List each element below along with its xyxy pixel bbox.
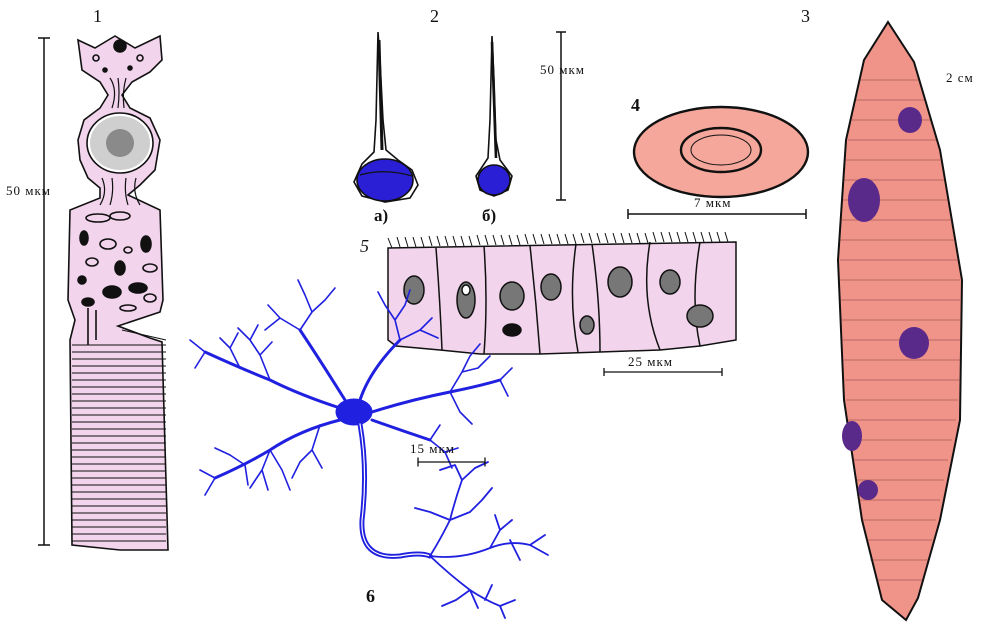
epithelium-drawing (388, 232, 736, 376)
muscle-fiber-drawing (838, 22, 962, 620)
panel-6-number: 6 (366, 586, 375, 607)
panel-4-scale-label: 7 мкм (694, 195, 732, 211)
panel-3-number: 3 (801, 6, 810, 27)
panel-3-scale-label: 2 см (946, 70, 974, 86)
panel-5-scale-label: 25 мкм (628, 354, 673, 370)
panel-2-number: 2 (430, 6, 439, 27)
panel-5-number: 5 (360, 236, 369, 257)
panel-6-scale-label: 15 мкм (410, 441, 455, 457)
rod-cell-drawing (38, 36, 168, 550)
sperm-b-label: б) (482, 206, 496, 226)
panel-1-number: 1 (93, 6, 102, 27)
sperm-a-label: а) (374, 206, 388, 226)
panel-1-scale-label: 50 мкм (6, 183, 51, 199)
panel-4-number: 4 (631, 95, 640, 116)
sperm-drawing (354, 32, 566, 202)
panel-2-scale-label: 50 мкм (540, 62, 585, 78)
